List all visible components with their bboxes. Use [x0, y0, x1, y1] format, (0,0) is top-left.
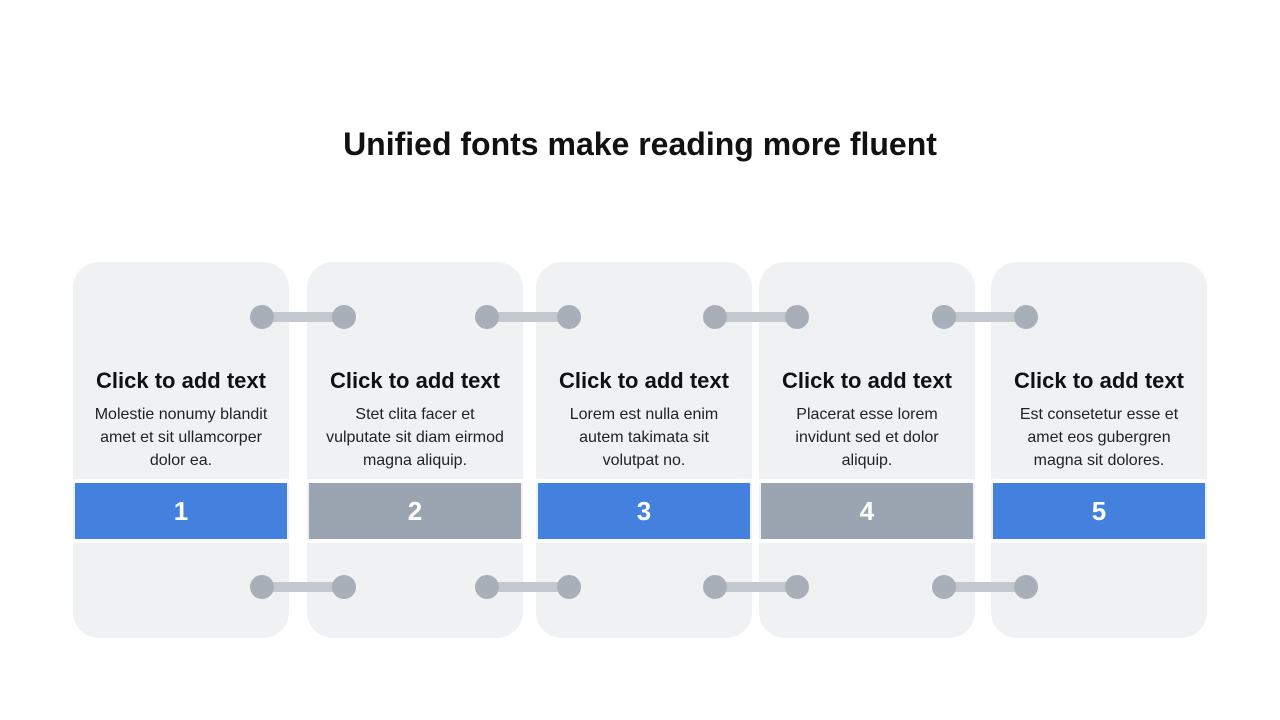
step-number-bar[interactable]: 4: [761, 483, 973, 539]
connector-dot: [475, 305, 499, 329]
divider: [759, 539, 975, 543]
card-heading[interactable]: Click to add text: [330, 368, 500, 393]
divider: [307, 479, 523, 483]
ring-connector-top-3: [703, 305, 809, 329]
connector-dot: [703, 575, 727, 599]
divider: [991, 539, 1207, 543]
ring-connector-bottom-3: [703, 575, 809, 599]
connector-dot: [332, 575, 356, 599]
card-heading[interactable]: Click to add text: [96, 368, 266, 393]
connector-dot: [785, 575, 809, 599]
connector-rod: [260, 582, 346, 592]
connector-dot: [932, 575, 956, 599]
connector-rod: [485, 312, 571, 322]
card-heading[interactable]: Click to add text: [1014, 368, 1184, 393]
ring-connector-bottom-1: [250, 575, 356, 599]
connector-rod: [713, 582, 799, 592]
divider: [991, 479, 1207, 483]
connector-rod: [942, 582, 1028, 592]
connector-dot: [703, 305, 727, 329]
divider: [759, 479, 975, 483]
page-title[interactable]: Unified fonts make reading more fluent: [343, 126, 937, 162]
card-body[interactable]: Lorem est nulla enim autem takimata sit …: [569, 406, 719, 469]
divider: [536, 479, 752, 483]
divider: [73, 479, 289, 483]
connector-dot: [1014, 305, 1038, 329]
card-heading[interactable]: Click to add text: [559, 368, 729, 393]
connector-rod: [713, 312, 799, 322]
connector-rod: [260, 312, 346, 322]
card-body[interactable]: Placerat esse lorem invidunt sed et dolo…: [795, 406, 939, 469]
card-body[interactable]: Molestie nonumy blandit amet et sit ulla…: [94, 406, 268, 469]
divider: [307, 539, 523, 543]
connector-dot: [250, 575, 274, 599]
ring-connector-top-2: [475, 305, 581, 329]
card-body[interactable]: Est consetetur esse et amet eos gubergre…: [1019, 406, 1179, 469]
divider: [536, 539, 752, 543]
connector-dot: [1014, 575, 1038, 599]
ring-connector-bottom-2: [475, 575, 581, 599]
card-heading[interactable]: Click to add text: [782, 368, 952, 393]
divider: [73, 539, 289, 543]
step-number-bar[interactable]: 2: [309, 483, 521, 539]
connector-dot: [250, 305, 274, 329]
step-number-bar[interactable]: 1: [75, 483, 287, 539]
step-number-bar[interactable]: 3: [538, 483, 750, 539]
step-number-bar[interactable]: 5: [993, 483, 1205, 539]
ring-connector-top-4: [932, 305, 1038, 329]
connector-dot: [785, 305, 809, 329]
ring-connector-top-1: [250, 305, 356, 329]
connector-rod: [942, 312, 1028, 322]
ring-connector-bottom-4: [932, 575, 1038, 599]
card-body[interactable]: Stet clita facer et vulputate sit diam e…: [326, 406, 504, 469]
connector-rod: [485, 582, 571, 592]
connector-dot: [932, 305, 956, 329]
connector-dot: [475, 575, 499, 599]
connector-dot: [557, 305, 581, 329]
connector-dot: [557, 575, 581, 599]
connector-dot: [332, 305, 356, 329]
